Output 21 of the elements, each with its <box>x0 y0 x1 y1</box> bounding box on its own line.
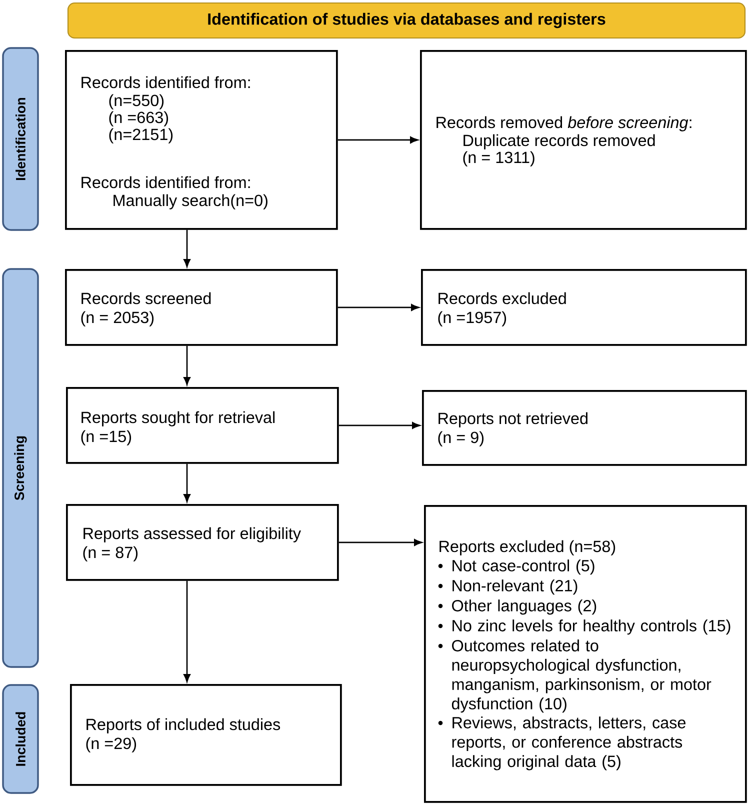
stage-band: Included <box>2 684 39 794</box>
process-box: Reports sought for retrieval (n =15) <box>66 387 339 464</box>
process-box: Records identified from: (n=550) (n =663) (n=2151) Records identified from: Manually search(n=0) <box>65 50 338 230</box>
process-box: Reports not retrieved (n = 9) <box>422 390 747 466</box>
process-box: Reports excluded (n=58) Not case-control (5) Non-relevant (21) Other languages (2) No zinc levels for healthy controls (15) Outcomes related to neuropsychological dysfunction, manganism, parkinsonism, or motor dysfunction (10) Reviews, abstracts, letters, case reports, or conference abstracts lacking original data (5) <box>424 505 747 803</box>
process-box: Records screened (n = 2053) <box>65 269 338 346</box>
process-box: Records removed before screening: Duplicate records removed (n = 1311) <box>420 50 747 230</box>
arrow <box>338 538 422 546</box>
arrow <box>338 422 420 429</box>
arrow <box>184 464 190 502</box>
stage-band: Identification <box>2 47 39 231</box>
arrow <box>338 304 420 311</box>
process-box: Reports of included studies (n =29) <box>70 684 342 786</box>
process-box: Records excluded (n =1957) <box>421 269 747 346</box>
stage-band: Screening <box>2 268 39 668</box>
arrow <box>338 136 418 144</box>
arrow <box>184 580 190 682</box>
section-banner: Identification of studies via databases and registers <box>67 2 746 39</box>
arrow <box>184 346 190 386</box>
arrow <box>184 230 190 268</box>
process-box: Reports assessed for eligibility (n = 87) <box>66 504 339 581</box>
